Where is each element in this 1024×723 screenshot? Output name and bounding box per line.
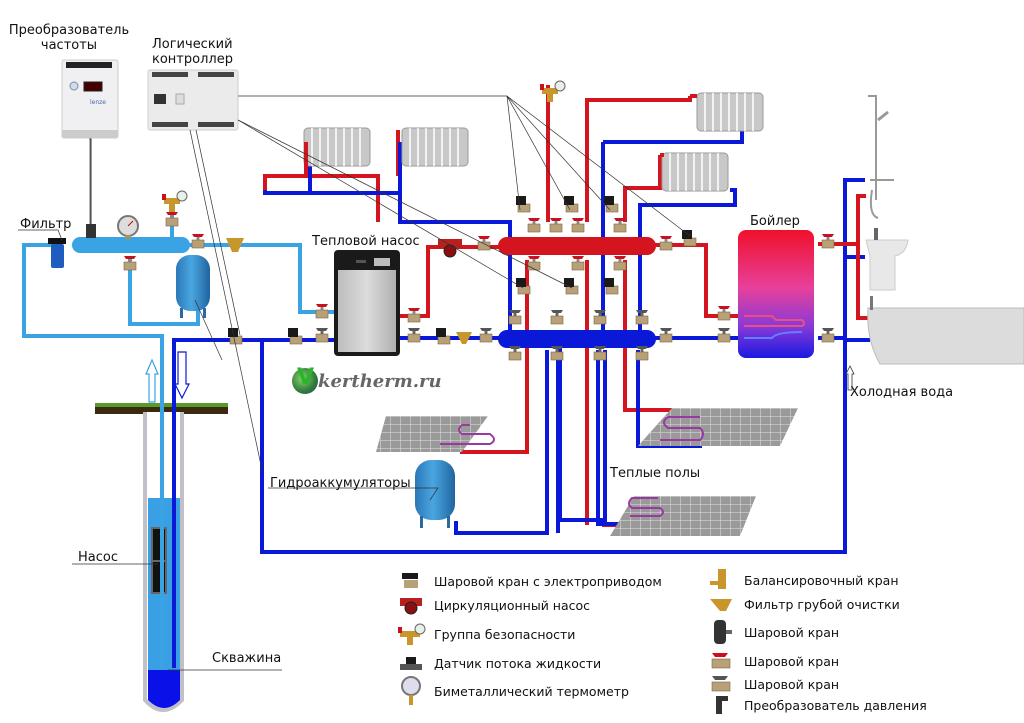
cold-manifold [498, 330, 656, 348]
coarse-filter-icon [706, 593, 736, 615]
hydro-accumulator-tank [176, 255, 210, 318]
washbasin [865, 228, 909, 291]
radiator [401, 127, 469, 167]
logic-controller-label-line2: контроллер [152, 52, 233, 67]
legend-item: Датчик потока жидкости [396, 652, 601, 674]
flow-sensor-icon [396, 652, 426, 674]
legend-label: Датчик потока жидкости [434, 655, 602, 671]
ball-valve-large-icon [706, 618, 736, 646]
heat-pump-unit [334, 250, 400, 356]
hot-supply-pipes [263, 85, 870, 527]
radiator [696, 92, 764, 132]
safety-group-icon [396, 623, 426, 645]
cold-return-pipes [172, 178, 870, 668]
legend-item: Биметаллический термометр [396, 676, 629, 706]
legend-item: Шаровой кран [706, 673, 839, 695]
bimetal-thermometer-icon [396, 676, 426, 706]
legend-item: Циркуляционный насос [396, 594, 590, 616]
water-filter [48, 238, 66, 268]
legend-item: Группа безопасности [396, 623, 575, 645]
legend-label: Шаровой кран [744, 653, 840, 669]
ball-valve-red-icon [706, 650, 736, 672]
logic-controller-device [147, 69, 239, 131]
legend-label: Шаровой кран [744, 624, 840, 640]
legend-label: Шаровой кран [744, 676, 840, 692]
circulation-pump-icon [438, 239, 462, 258]
pressure-gauge-icon [117, 215, 139, 239]
legend-label: Циркуляционный насос [434, 597, 591, 613]
boiler-tank [738, 230, 814, 358]
coarse-filter-icon [456, 332, 472, 344]
legend-label: Фильтр грубой очистки [744, 596, 900, 612]
heat-pump-label: Тепловой насос [312, 234, 420, 249]
up-arrow-icon [145, 358, 159, 403]
globe-icon: V [292, 365, 318, 394]
balancing-valve-icon [706, 569, 736, 591]
down-arrow-icon [174, 351, 190, 400]
radiator [661, 152, 729, 192]
circulation-pump-icon [396, 594, 426, 616]
legend-label: Шаровой кран с электроприводом [434, 573, 662, 589]
freq-converter-label: Преобразователь частоты [4, 23, 134, 53]
coarse-filter-icon [226, 238, 244, 252]
watermark-logo: V kertherm.ru [292, 365, 442, 394]
legend-item: Шаровой кран [706, 618, 839, 646]
shower-fixture [868, 95, 894, 219]
boiler-label: Бойлер [750, 214, 800, 229]
floor-heating-label: Теплые полы [610, 466, 701, 481]
legend-item: Шаровой кран [706, 650, 839, 672]
frequency-converter-device: lenze [61, 59, 119, 139]
well-label: Скважина [212, 651, 282, 666]
ball-valve-gray-icon [706, 673, 736, 695]
legend-item: Фильтр грубой очистки [706, 593, 900, 615]
logic-controller-label: Логический контроллер [152, 37, 233, 67]
radiator [303, 127, 371, 167]
accumulators-label: Гидроаккумуляторы [270, 476, 411, 491]
logic-controller-label-line1: Логический [152, 37, 233, 52]
water-header [72, 237, 190, 253]
safety-group-icon [540, 80, 566, 102]
radiators [303, 92, 764, 192]
leader-lines [18, 95, 691, 671]
pressure-transducer-icon [86, 224, 96, 238]
safety-group-icon [162, 190, 188, 212]
floor-heating-panel [610, 496, 756, 536]
svg-text:lenze: lenze [90, 99, 106, 106]
cold-water-label: Холодная вода [850, 385, 954, 400]
legend-label: Биметаллический термометр [434, 683, 629, 699]
legend-item: Шаровой кран с электроприводом [396, 570, 662, 592]
hydro-accumulator-tank [415, 460, 455, 528]
freq-converter-label-line1: Преобразователь [8, 23, 130, 38]
pressure-transducer-icon [706, 694, 736, 716]
well-bottom-water [148, 670, 180, 708]
freq-converter-label-line2: частоты [40, 38, 98, 53]
legend-label: Преобразователь давления [744, 697, 927, 713]
watermark-text: kertherm.ru [318, 370, 442, 392]
bathtub [867, 296, 1024, 365]
motorized-ball-valve-icon [396, 570, 426, 592]
floor-heating-panels [376, 408, 798, 536]
legend-label: Балансировочный кран [744, 572, 899, 588]
legend-item: Балансировочный кран [706, 569, 899, 591]
cold-water-inlet-arrow-icon [845, 365, 855, 391]
legend-item: Преобразователь давления [706, 694, 927, 716]
hot-manifold [498, 237, 656, 255]
legend-label: Группа безопасности [434, 626, 576, 642]
filter-label: Фильтр [20, 217, 72, 232]
well-pump-label: Насос [78, 550, 118, 565]
